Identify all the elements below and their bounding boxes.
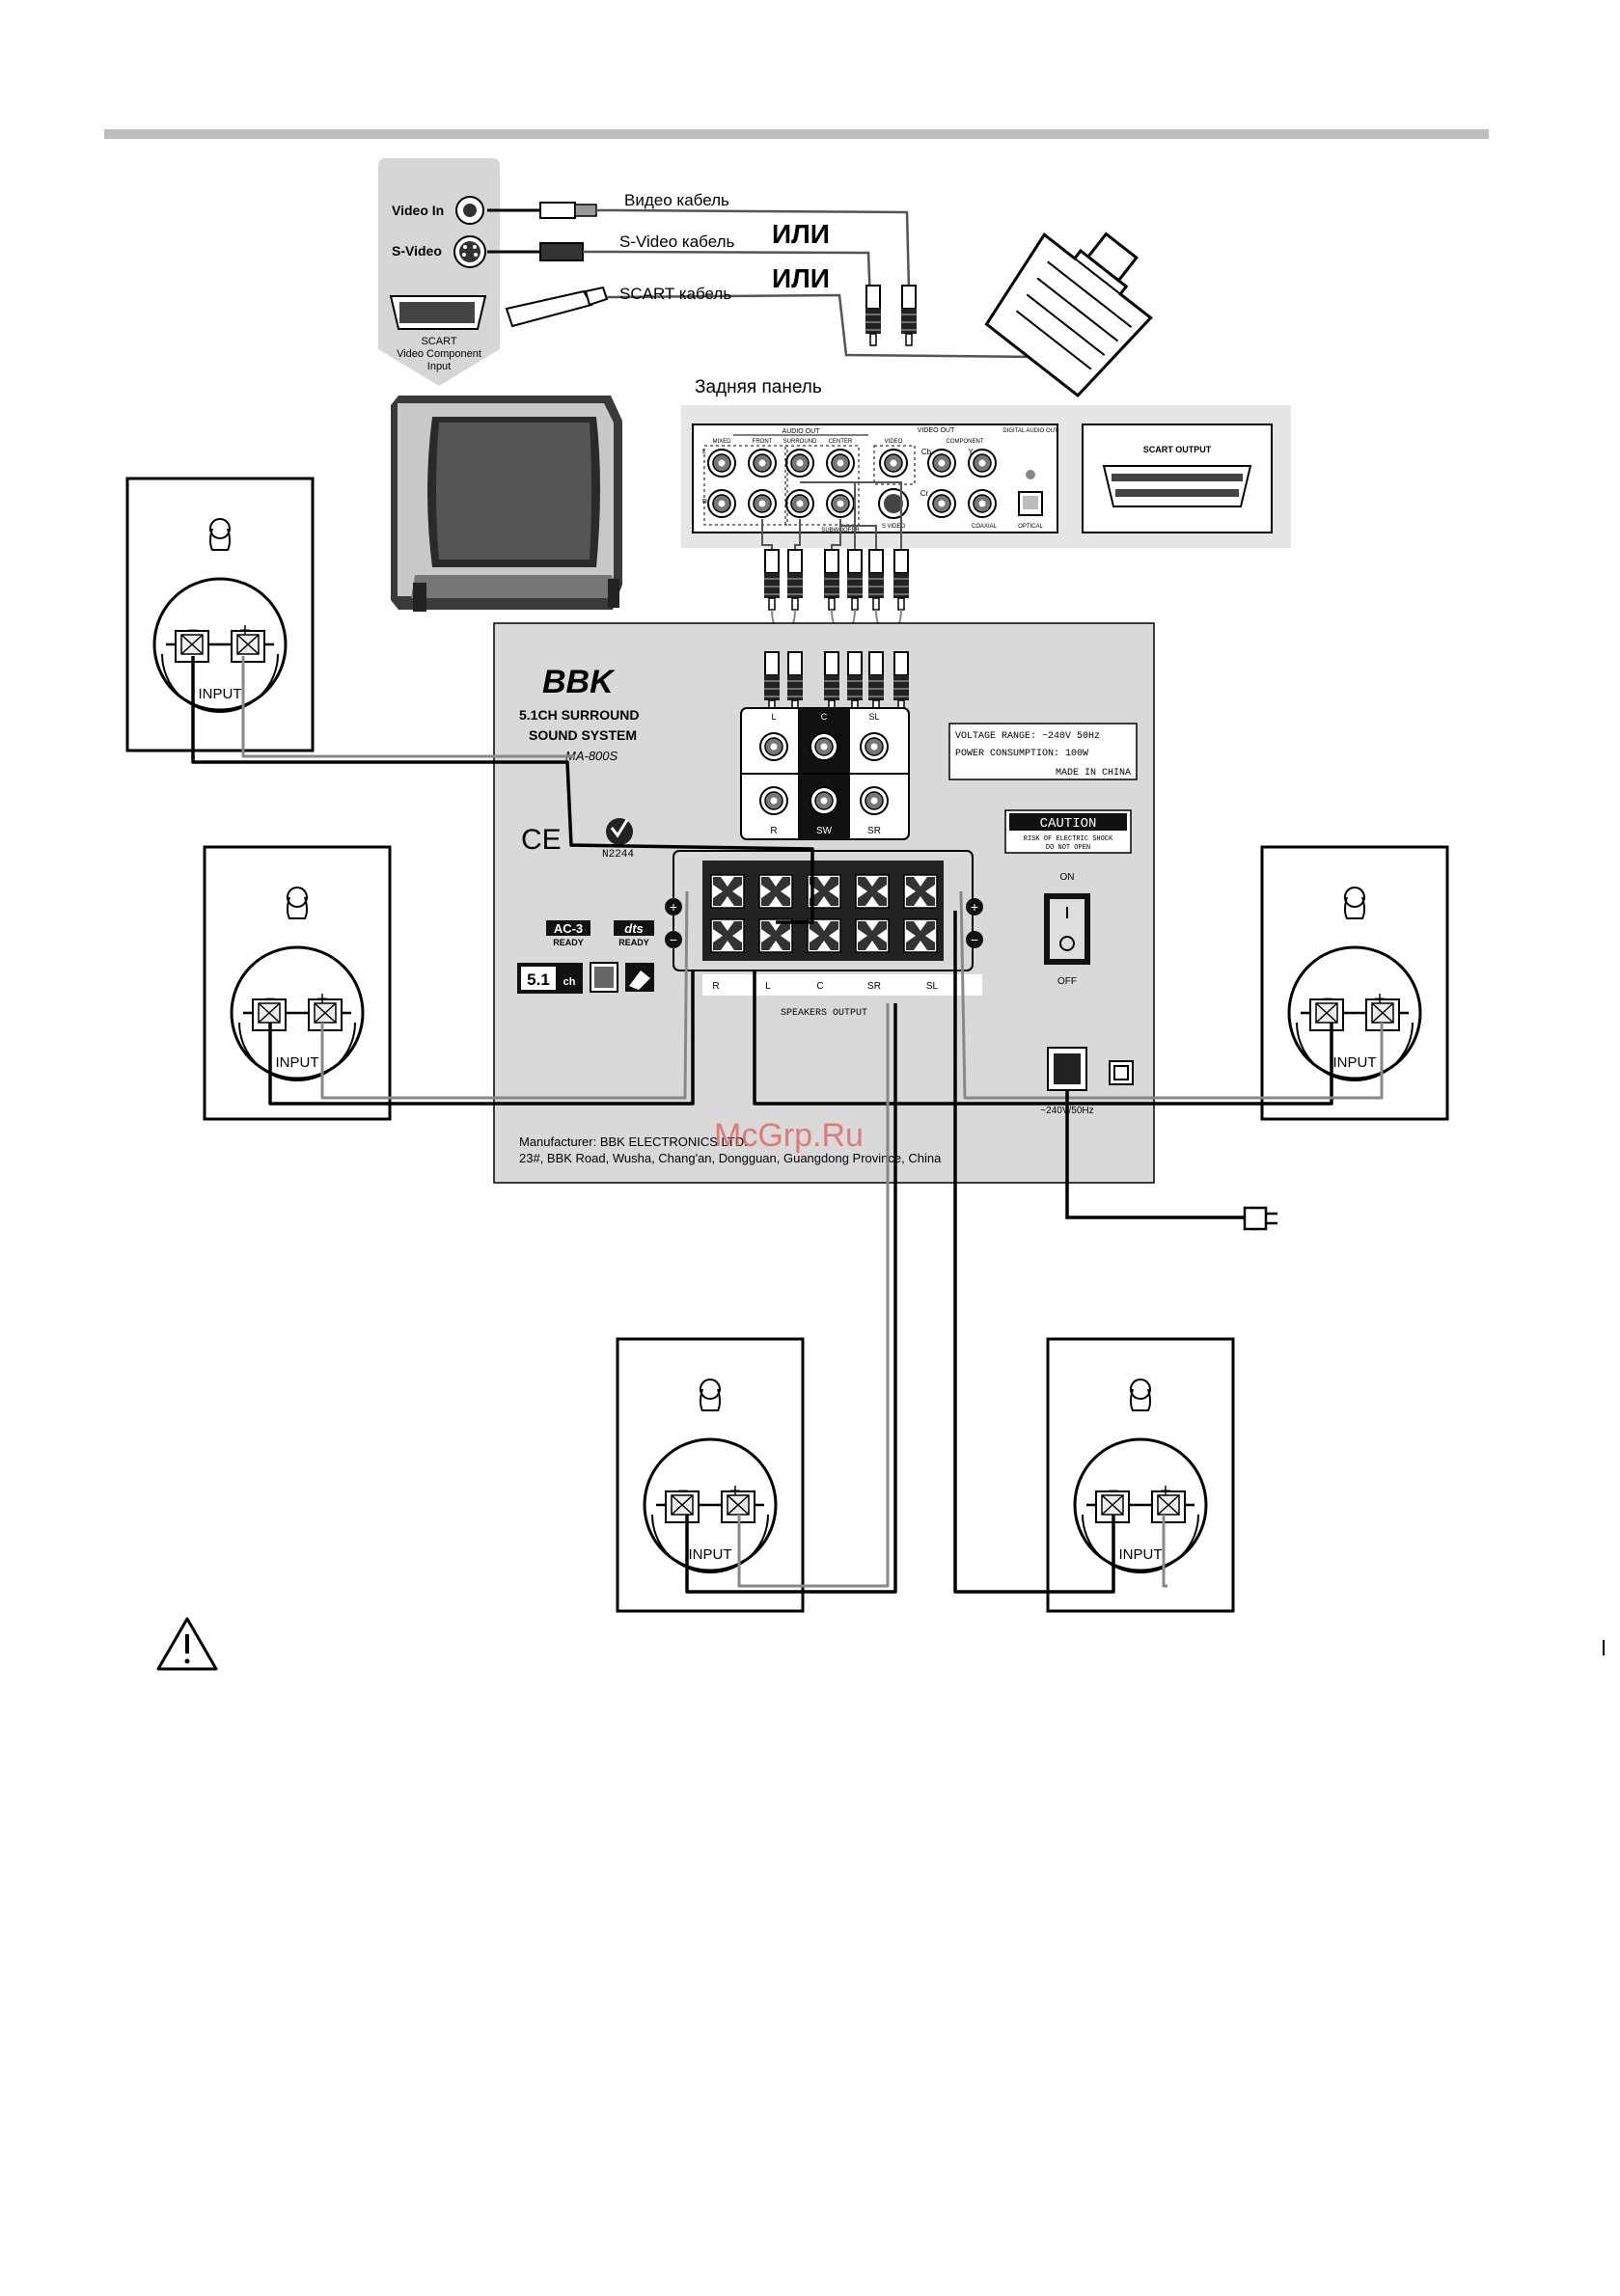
svg-text:DO NOT OPEN: DO NOT OPEN xyxy=(1046,844,1090,852)
spec-voltage: VOLTAGE RANGE: ~240V 50Hz xyxy=(955,731,1100,742)
input-label-sw: SW xyxy=(816,826,833,836)
svg-text:SURROUND: SURROUND xyxy=(783,439,817,445)
svg-text:Cr: Cr xyxy=(920,489,929,498)
warning-icon xyxy=(156,1617,218,1671)
scart-cable-label: SCART кабель xyxy=(619,285,731,303)
svg-text:+: + xyxy=(670,899,677,915)
svg-text:+: + xyxy=(729,1481,741,1502)
svg-text:COMPONENT: COMPONENT xyxy=(947,439,984,445)
svg-text:−: − xyxy=(264,989,276,1010)
manufacturer-line: Manufacturer: BBK ELECTRONICS LTD. xyxy=(519,1134,748,1149)
svg-text:CENTER: CENTER xyxy=(829,439,853,445)
svg-text:+: + xyxy=(1374,989,1386,1010)
address-line: 23#, BBK Road, Wusha, Chang'an, Dongguan… xyxy=(519,1151,942,1165)
svg-text:VIDEO: VIDEO xyxy=(885,439,903,445)
svg-text:SCART OUTPUT: SCART OUTPUT xyxy=(1143,445,1212,454)
svg-text:−: − xyxy=(1108,1481,1119,1502)
svideo-cable-label: S-Video кабель xyxy=(619,232,735,251)
speaker-front-right: INPUT − + xyxy=(203,845,392,1121)
svg-text:Y: Y xyxy=(968,448,974,456)
svg-text:INPUT: INPUT xyxy=(199,686,242,702)
tv-input-panel: Video In S-Video SCART Video Component I… xyxy=(378,158,500,386)
brand-logo: BBK xyxy=(542,664,616,700)
scart-input-line2: Video Component xyxy=(397,348,481,360)
spk-label-l: L xyxy=(765,981,771,992)
speaker-surround-left: INPUT − + xyxy=(1046,1337,1235,1613)
subwoofer-panel: BBK 5.1CH SURROUND SOUND SYSTEM MA-800S … xyxy=(493,622,1155,1184)
video-in-label: Video In xyxy=(392,203,444,218)
svg-text:−: − xyxy=(670,932,677,947)
svg-text:+: + xyxy=(971,899,978,915)
svg-text:−: − xyxy=(677,1481,689,1502)
svg-text:+: + xyxy=(316,989,328,1010)
spk-label-sr: SR xyxy=(867,981,881,992)
speaker-front-left: INPUT − + xyxy=(125,477,315,752)
svg-text:AC-3: AC-3 xyxy=(554,921,583,936)
switch-off-label: OFF xyxy=(1057,976,1077,987)
svg-text:ch: ch xyxy=(563,976,576,988)
video-cable-label: Видео кабель xyxy=(624,191,729,209)
svg-text:FRONT: FRONT xyxy=(753,439,773,445)
scart-plug-icon xyxy=(984,232,1153,397)
unit-model: MA-800S xyxy=(565,749,618,763)
spk-label-r: R xyxy=(712,981,719,992)
svg-text:INPUT: INPUT xyxy=(1119,1546,1163,1563)
power-plug-icon xyxy=(1065,1090,1277,1231)
svg-text:S VIDEO: S VIDEO xyxy=(882,524,906,530)
svg-text:READY: READY xyxy=(618,938,649,947)
speaker-surround-right: INPUT − + xyxy=(616,1337,805,1613)
svg-text:READY: READY xyxy=(553,938,584,947)
ce-mark: CE xyxy=(521,824,562,856)
svg-text:R: R xyxy=(702,499,707,506)
input-label-sl: SL xyxy=(868,712,879,722)
svg-text:MIXED: MIXED xyxy=(712,439,731,445)
scart-input-line3: Input xyxy=(427,361,451,372)
svg-text:−: − xyxy=(187,620,199,642)
tv-icon xyxy=(391,396,622,612)
svg-text:INPUT: INPUT xyxy=(1333,1054,1377,1071)
audio-out-label: AUDIO OUT xyxy=(783,428,821,435)
input-label-l: L xyxy=(771,712,776,722)
spk-label-sl: SL xyxy=(926,981,939,992)
svg-text:5.1: 5.1 xyxy=(527,970,550,989)
svg-text:DIGITAL AUDIO OUT: DIGITAL AUDIO OUT xyxy=(1002,428,1058,434)
input-label-c: C xyxy=(821,712,828,722)
svg-text:RISK OF ELECTRIC SHOCK: RISK OF ELECTRIC SHOCK xyxy=(1024,835,1113,843)
scart-input-line1: SCART xyxy=(421,336,456,347)
watermark: McGrp.Ru xyxy=(714,1117,864,1154)
svg-text:INPUT: INPUT xyxy=(689,1546,732,1563)
svg-text:+: + xyxy=(239,620,251,642)
svg-text:INPUT: INPUT xyxy=(276,1054,319,1071)
svg-text:+: + xyxy=(1160,1481,1171,1502)
svg-text:−: − xyxy=(1322,989,1333,1010)
spec-made: MADE IN CHINA xyxy=(1056,768,1131,779)
input-label-sr: SR xyxy=(867,826,881,836)
svg-text:Cb: Cb xyxy=(921,448,932,456)
speakers-output-label: SPEAKERS OUTPUT xyxy=(781,1008,867,1019)
speaker-wires xyxy=(191,656,1384,1594)
or-label-2: ИЛИ xyxy=(772,263,830,293)
rear-panel: AUDIO OUT MIXED FRONT SURROUND CENTER SU… xyxy=(681,405,1291,548)
rear-panel-title: Задняя панель xyxy=(695,377,822,397)
unit-title-line2: SOUND SYSTEM xyxy=(529,727,637,743)
svg-text:L: L xyxy=(702,449,706,455)
speaker-center: INPUT − + xyxy=(1260,845,1449,1121)
or-label-1: ИЛИ xyxy=(772,219,830,249)
svg-text:dts: dts xyxy=(624,921,644,936)
top-rule xyxy=(104,129,1489,139)
spec-power: POWER CONSUMPTION: 100W xyxy=(955,749,1088,759)
audio-rca-cables xyxy=(761,481,902,552)
svg-text:−: − xyxy=(971,932,978,947)
svg-text:VIDEO OUT: VIDEO OUT xyxy=(918,427,955,434)
caution-label: CAUTION xyxy=(1040,816,1097,832)
unit-title-line1: 5.1CH SURROUND xyxy=(519,707,639,723)
svg-text:OPTICAL: OPTICAL xyxy=(1018,524,1043,530)
spk-label-c: C xyxy=(816,981,823,992)
svg-text:COAXIAL: COAXIAL xyxy=(972,524,998,530)
s-video-label: S-Video xyxy=(392,243,442,259)
switch-on-label: ON xyxy=(1060,872,1075,883)
cert-number: N2244 xyxy=(602,849,634,861)
input-label-r: R xyxy=(770,826,777,836)
